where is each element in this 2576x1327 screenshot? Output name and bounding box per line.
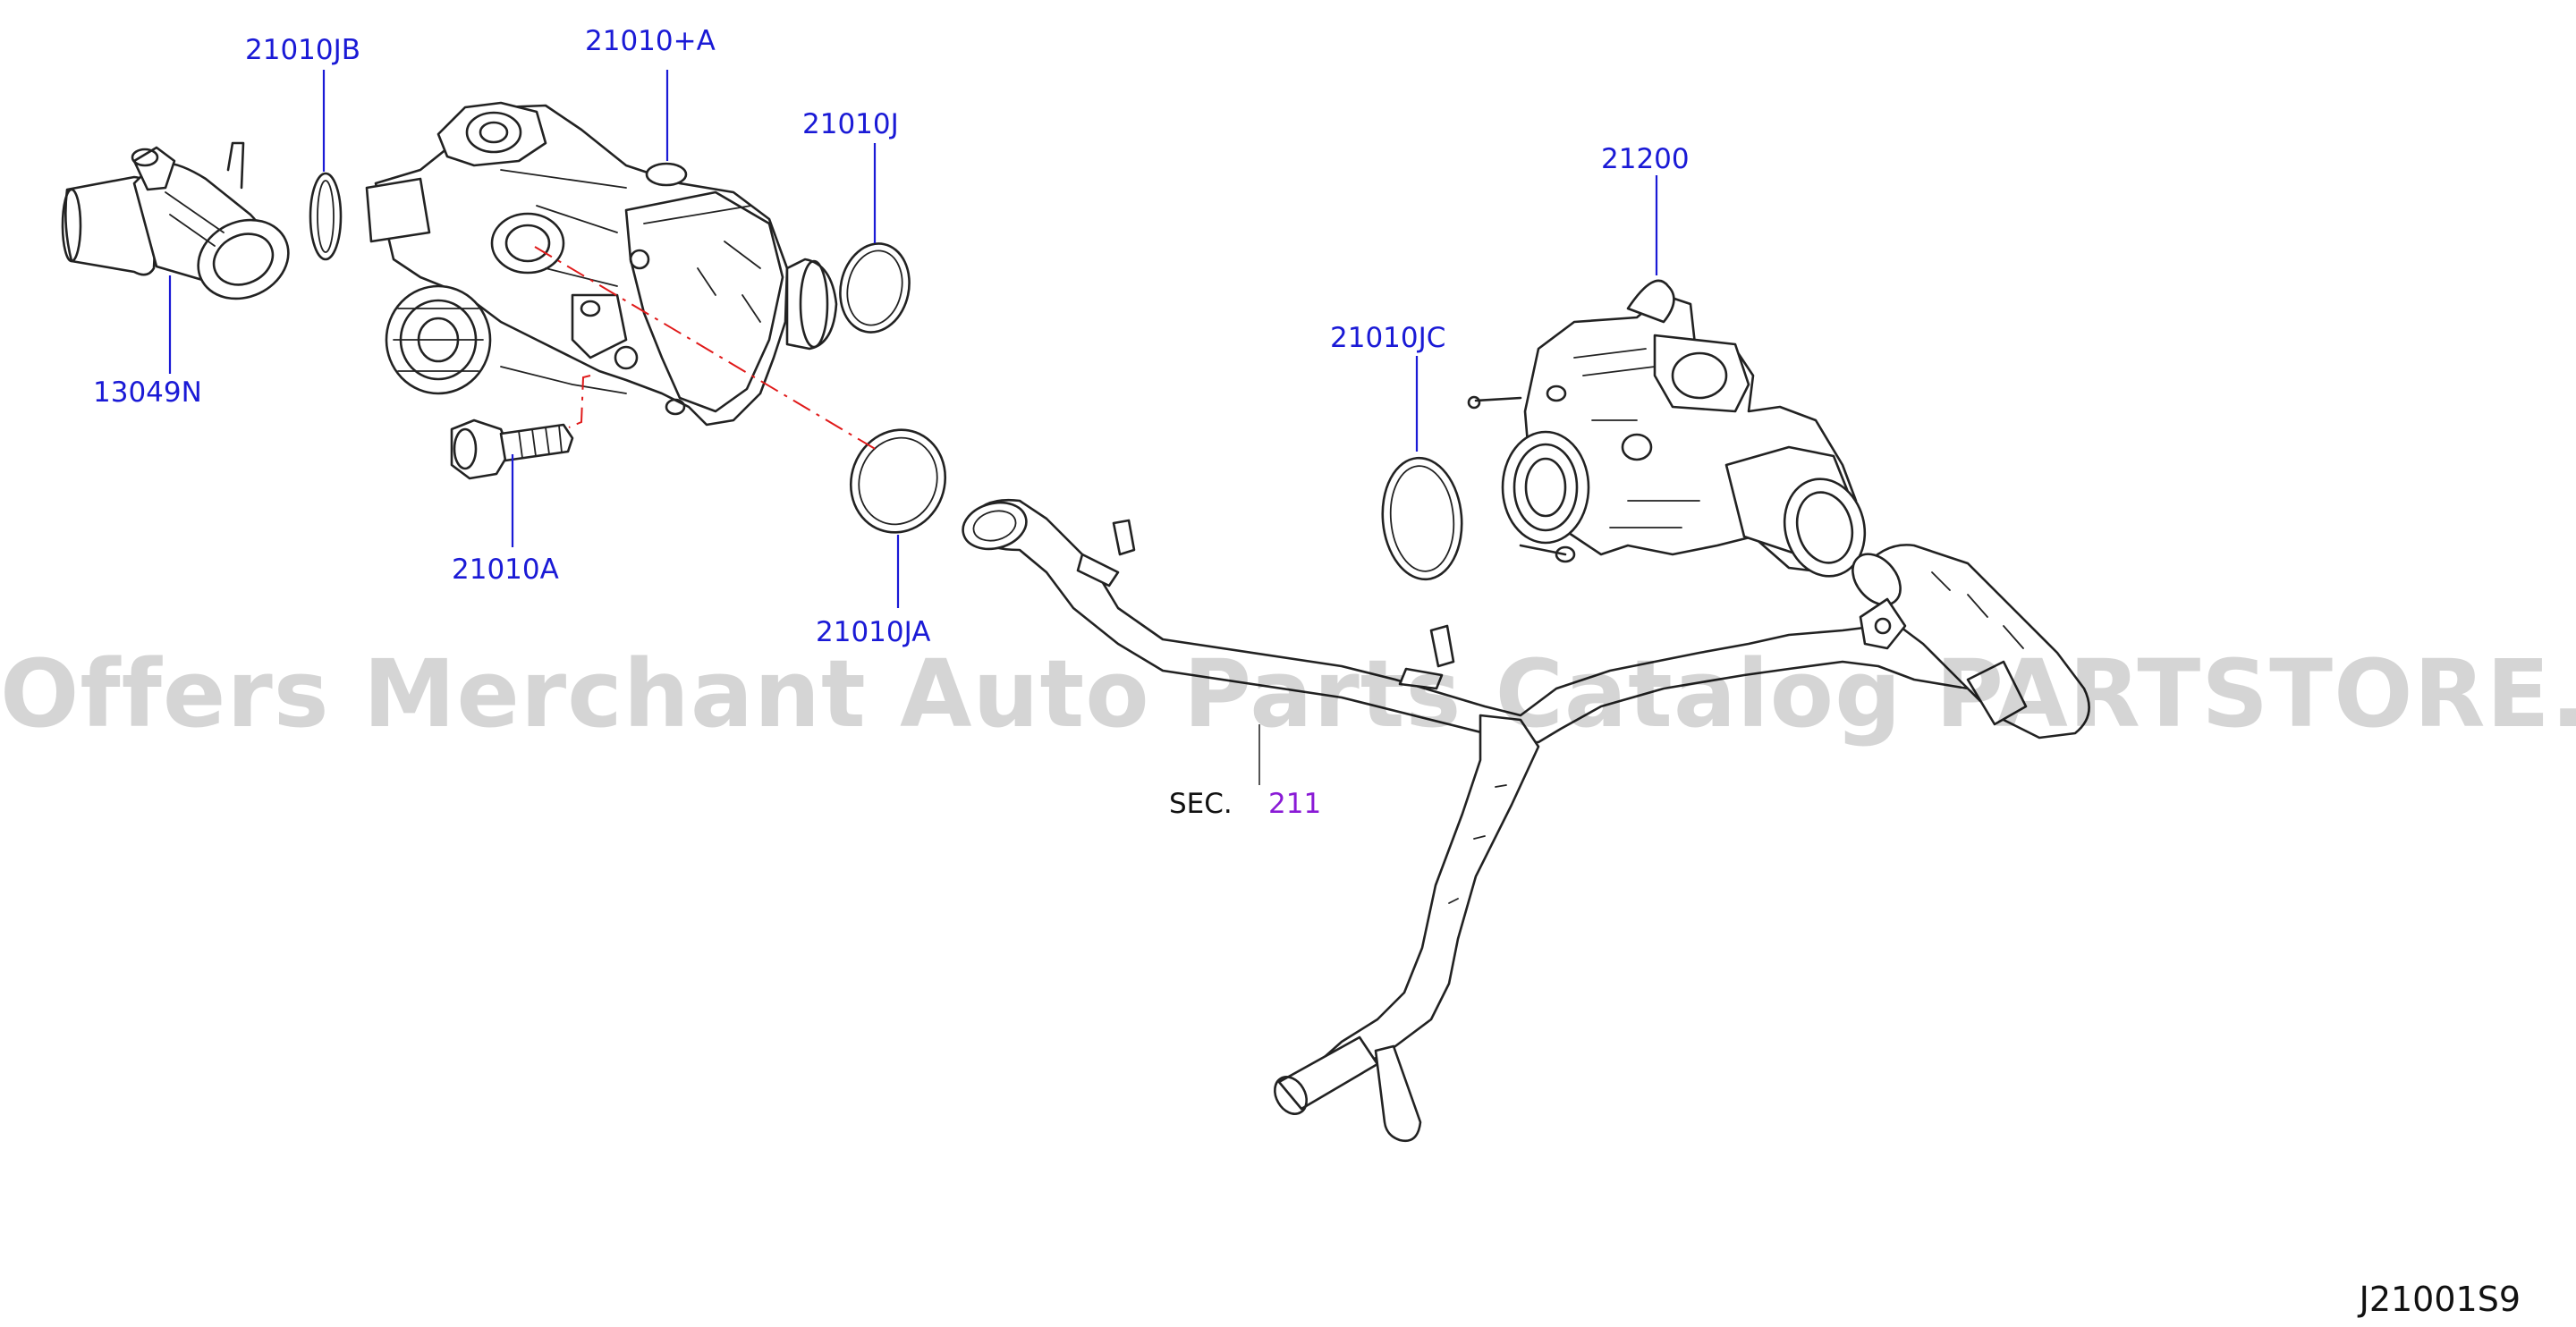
label-21010jc[interactable]: 21010JC xyxy=(1330,322,1446,354)
o-ring-21010j[interactable] xyxy=(832,237,917,339)
o-ring-21010ja[interactable] xyxy=(836,417,959,546)
watermark: Offers Merchant Auto Parts Catalog PARTS… xyxy=(0,639,2576,748)
label-13049n[interactable]: 13049N xyxy=(93,376,202,409)
bolt-21010a[interactable] xyxy=(450,418,574,480)
thermostat-housing-21200[interactable] xyxy=(1467,279,1876,586)
label-21010a[interactable]: 21010A xyxy=(452,554,559,586)
diagram-code: J21001S9 xyxy=(2359,1280,2521,1319)
label-21010j[interactable]: 21010J xyxy=(802,108,899,140)
water-inlet-13049n[interactable] xyxy=(61,141,301,313)
section-prefix: SEC. xyxy=(1169,788,1233,820)
label-21010ja[interactable]: 21010JA xyxy=(816,616,931,648)
water-pump-housing-21010a-plus[interactable] xyxy=(365,101,838,427)
water-pipe-assembly[interactable] xyxy=(958,496,2090,1143)
label-21010a-plus[interactable]: 21010+A xyxy=(585,25,716,57)
alignment-centerline xyxy=(534,246,877,451)
label-21010jb[interactable]: 21010JB xyxy=(245,34,361,66)
snap-ring-21010jb[interactable] xyxy=(309,172,343,261)
leader-lines xyxy=(168,70,1658,785)
o-ring-21010jc[interactable] xyxy=(1377,454,1467,582)
label-21200[interactable]: 21200 xyxy=(1601,143,1690,175)
section-link-211[interactable]: 211 xyxy=(1268,788,1322,820)
